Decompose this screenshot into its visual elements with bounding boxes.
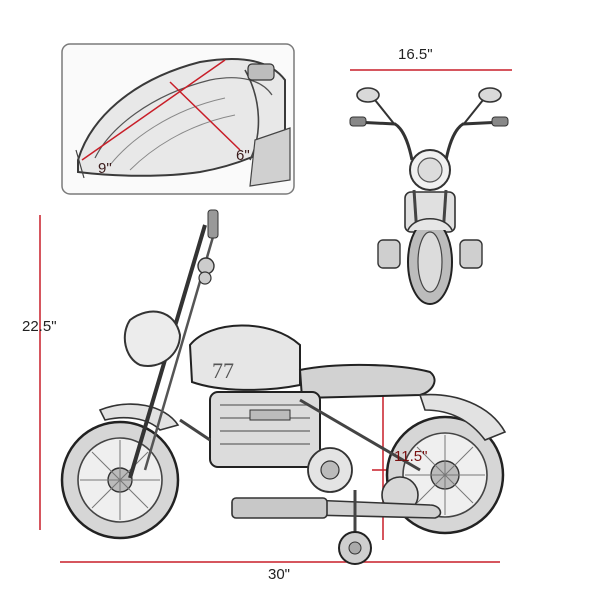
seat-width-dimension-label: 6" (236, 147, 250, 164)
seat-length-line (81, 59, 226, 161)
side-view: 77 (39, 209, 507, 565)
svg-text:77: 77 (212, 358, 234, 383)
front-view (349, 69, 512, 305)
height-dimension-label: 22.5" (22, 318, 57, 335)
width-dimension-label: 16.5" (398, 46, 433, 63)
seat-width-line (169, 81, 241, 151)
seat-length-dimension-label: 9" (98, 160, 112, 177)
length-dimension-label: 30" (268, 566, 291, 583)
seat-height-dimension-label: 11.5" (394, 448, 428, 465)
seat-detail-inset (61, 43, 295, 195)
